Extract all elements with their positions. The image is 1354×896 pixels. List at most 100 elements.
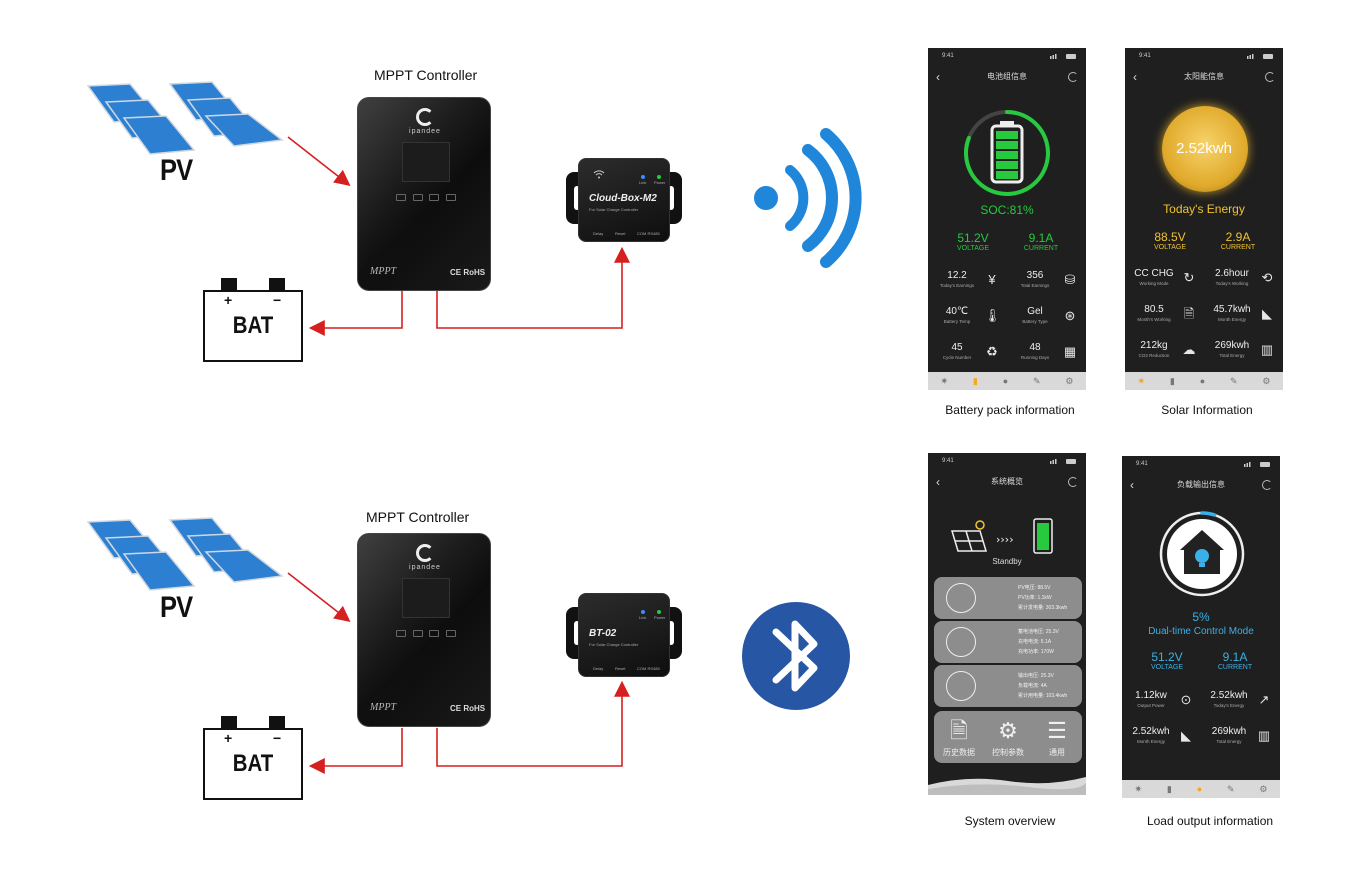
stat-value: 45.7kwh xyxy=(1213,304,1251,315)
dongle-name: BT-02 xyxy=(589,628,617,639)
tab-pv-icon[interactable]: ✷ xyxy=(1134,783,1142,794)
general-settings-label[interactable]: 通用 xyxy=(1049,748,1065,757)
stat-value: 2.52kwh xyxy=(1210,690,1248,701)
battery-label: BAT xyxy=(232,750,274,777)
refresh-icon[interactable] xyxy=(1068,72,1078,82)
control-mode: Dual-time Control Mode xyxy=(1148,626,1254,637)
stat-label: Month Energy xyxy=(1136,739,1165,744)
co2-icon: ☁ xyxy=(1182,342,1196,357)
mppt-controller: ipandee MPPT CE RoHS xyxy=(357,97,491,291)
recycle-icon: ♻ xyxy=(986,344,998,359)
power-led-label: Power xyxy=(654,615,666,620)
dongle-subtitle: For Solar Charge Controller xyxy=(589,207,639,212)
stat-value: 45 xyxy=(951,342,963,353)
stat-value: 12.2 xyxy=(947,270,967,281)
tab-general-icon[interactable]: ⚙ xyxy=(1259,783,1268,794)
stat-value: 212kg xyxy=(1140,340,1168,351)
tab-bar: ✷ ▮ ● ✎ ⚙ xyxy=(928,372,1086,390)
screen-title: 负载输出信息 xyxy=(1177,480,1225,489)
controller-cert: CE RoHS xyxy=(450,268,486,277)
reset-label: Reset xyxy=(615,666,626,671)
bluetooth-icon xyxy=(742,602,850,710)
general-settings-icon[interactable]: ☰ xyxy=(1047,718,1067,743)
status-icons xyxy=(1244,462,1270,467)
controller-model: MPPT xyxy=(370,266,397,277)
battery: + − BAT xyxy=(203,272,303,364)
tab-load-icon[interactable]: ● xyxy=(1199,376,1206,386)
stat-value: 356 xyxy=(1026,270,1044,281)
refresh-icon[interactable] xyxy=(1262,480,1272,490)
summary-row: 累计发电量: 303.3kwh xyxy=(1018,605,1068,611)
tab-pv-icon[interactable]: ✷ xyxy=(940,375,948,386)
power-led xyxy=(657,610,661,614)
yen-icon: ¥ xyxy=(988,272,996,287)
status-icons xyxy=(1050,54,1076,59)
dongle-wifi-icon xyxy=(593,170,605,179)
pv-to-controller-arrow xyxy=(287,136,351,186)
caption-load: Load output information xyxy=(1146,814,1274,828)
brand-logo-icon xyxy=(416,108,434,126)
summary-row: 输出电压: 25.3V xyxy=(1018,673,1054,679)
tab-bat-icon[interactable]: ▮ xyxy=(1166,783,1172,794)
controller-keys xyxy=(396,630,456,638)
svg-text:››››: ›››› xyxy=(996,533,1014,546)
tab-control-icon[interactable]: ✎ xyxy=(1227,783,1235,794)
refresh-icon[interactable] xyxy=(1068,477,1078,487)
tab-pv-icon[interactable]: ✷ xyxy=(1137,375,1145,386)
controller-keys xyxy=(396,194,456,202)
link-led-label: Link xyxy=(639,180,647,185)
stat-label: Month Energy xyxy=(1217,317,1246,322)
refresh-icon[interactable] xyxy=(1265,72,1275,82)
battery-type-icon: ⊛ xyxy=(1064,308,1076,323)
tab-load-icon[interactable]: ● xyxy=(1196,784,1203,794)
tab-bat-icon[interactable]: ▮ xyxy=(1169,375,1175,386)
tab-load-icon[interactable]: ● xyxy=(1002,376,1009,386)
tab-general-icon[interactable]: ⚙ xyxy=(1262,375,1271,386)
stat-label: Today's Earnings xyxy=(939,283,975,288)
controller-to-battery-arrow-2 xyxy=(308,728,403,774)
back-icon[interactable]: ‹ xyxy=(936,475,940,489)
solar-panel-array-2 xyxy=(86,517,284,591)
caption-solar: Solar Information xyxy=(1161,403,1253,417)
back-icon[interactable]: ‹ xyxy=(1133,70,1137,84)
mppt-controller-2: ipandee MPPT CE RoHS xyxy=(357,533,491,727)
stat-label: Cycle Number xyxy=(942,355,972,360)
today-energy-value: 2.52kwh xyxy=(1176,140,1232,157)
tab-control-icon[interactable]: ✎ xyxy=(1230,375,1238,386)
history-data-label[interactable]: 历史数据 xyxy=(943,748,975,757)
status-icons xyxy=(1050,459,1076,464)
tab-bat-icon[interactable]: ▮ xyxy=(972,375,978,386)
controller-title-2: MPPT Controller xyxy=(366,509,470,525)
history-data-icon[interactable]: 🗎 xyxy=(950,718,968,743)
control-params-icon[interactable]: ⚙ xyxy=(998,718,1018,743)
power-led xyxy=(657,175,661,179)
controller-cert: CE RoHS xyxy=(450,704,486,713)
tab-general-icon[interactable]: ⚙ xyxy=(1065,375,1074,386)
link-led xyxy=(641,175,645,179)
tab-control-icon[interactable]: ✎ xyxy=(1033,375,1041,386)
back-icon[interactable]: ‹ xyxy=(1130,478,1134,492)
line-chart-icon: ↗ xyxy=(1258,692,1270,707)
landscape-decoration xyxy=(928,777,1086,795)
back-icon[interactable]: ‹ xyxy=(936,70,940,84)
caption-battery: Battery pack information xyxy=(945,403,1075,417)
wifi-icon xyxy=(754,128,862,268)
control-params-label[interactable]: 控制参数 xyxy=(992,748,1024,757)
stat-label: Month's Working xyxy=(1137,317,1171,322)
stat-value: 48 xyxy=(1029,342,1041,353)
dongle-subtitle: For Solar Charge Controller xyxy=(589,642,639,647)
